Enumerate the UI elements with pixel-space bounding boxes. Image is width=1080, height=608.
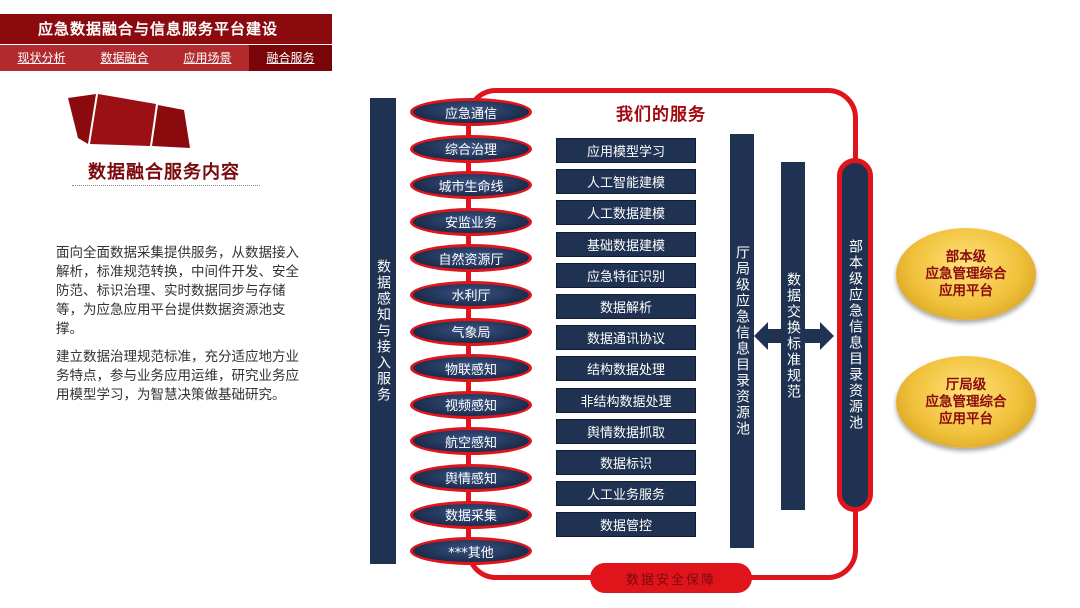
service-item[interactable]: 应急特征识别 <box>556 263 696 288</box>
section-title: 数据融合服务内容 <box>88 158 240 184</box>
service-item[interactable]: 舆情数据抓取 <box>556 419 696 444</box>
provincial-resource-pool-bar: 厅局级应急信息目录资源池 <box>730 134 754 548</box>
source-item[interactable]: 物联感知 <box>410 354 532 382</box>
provincial-platform-badge[interactable]: 厅局级 应急管理综合 应用平台 <box>896 356 1036 448</box>
service-item[interactable]: 人工智能建模 <box>556 169 696 194</box>
source-item[interactable]: 综合治理 <box>410 135 532 163</box>
service-item[interactable]: 非结构数据处理 <box>556 388 696 413</box>
description-paragraph-2: 建立数据治理规范标准，充分适应地方业务特点，参与业务应用运维，研究业务应用模型学… <box>56 348 306 405</box>
decorative-banner-graphic <box>64 92 194 152</box>
ministry-platform-badge[interactable]: 部本级 应急管理综合 应用平台 <box>896 228 1036 320</box>
service-item[interactable]: 数据解析 <box>556 294 696 319</box>
service-item[interactable]: 数据通讯协议 <box>556 325 696 350</box>
service-item[interactable]: 人工数据建模 <box>556 200 696 225</box>
provincial-platform-line3: 应用平台 <box>926 411 1007 428</box>
page-title: 应急数据融合与信息服务平台建设 <box>0 14 332 44</box>
source-item[interactable]: 城市生命线 <box>410 171 532 199</box>
source-item[interactable]: ***其他 <box>410 537 532 565</box>
source-item[interactable]: 航空感知 <box>410 427 532 455</box>
service-item[interactable]: 数据标识 <box>556 450 696 475</box>
ministry-platform-line1: 部本级 <box>926 249 1007 266</box>
tab-fusion-services[interactable]: 融合服务 <box>249 45 332 71</box>
provincial-platform-line1: 厅局级 <box>926 377 1007 394</box>
ministry-platform-line3: 应用平台 <box>926 283 1007 300</box>
tab-application-scenarios[interactable]: 应用场景 <box>166 45 249 71</box>
section-divider <box>72 185 260 186</box>
data-access-service-bar: 数据感知与接入服务 <box>370 98 396 564</box>
data-exchange-standard-bar: 数据交换标准规范 <box>781 162 805 510</box>
tab-status-analysis[interactable]: 现状分析 <box>0 45 83 71</box>
service-list: 应用模型学习 人工智能建模 人工数据建模 基础数据建模 应急特征识别 数据解析 … <box>556 138 696 543</box>
data-exchange-standard-label: 数据交换标准规范 <box>783 272 803 400</box>
data-access-service-label: 数据感知与接入服务 <box>373 259 393 403</box>
tab-bar: 现状分析 数据融合 应用场景 融合服务 <box>0 45 332 71</box>
services-title: 我们的服务 <box>616 100 706 125</box>
source-item[interactable]: 应急通信 <box>410 98 532 126</box>
service-item[interactable]: 人工业务服务 <box>556 481 696 506</box>
service-item[interactable]: 应用模型学习 <box>556 138 696 163</box>
data-security-badge: 数据安全保障 <box>590 563 752 593</box>
source-item[interactable]: 水利厅 <box>410 281 532 309</box>
service-item[interactable]: 基础数据建模 <box>556 232 696 257</box>
service-item[interactable]: 结构数据处理 <box>556 356 696 381</box>
source-item[interactable]: 舆情感知 <box>410 464 532 492</box>
ministry-platform-line2: 应急管理综合 <box>926 266 1007 283</box>
source-item[interactable]: 自然资源厅 <box>410 244 532 272</box>
ministry-resource-pool-label: 部本级应急信息目录资源池 <box>845 239 865 431</box>
source-item[interactable]: 安监业务 <box>410 208 532 236</box>
description-paragraph-1: 面向全面数据采集提供服务，从数据接入解析，标准规范转换，中间件开发、安全防范、标… <box>56 244 306 339</box>
data-source-list: 应急通信 综合治理 城市生命线 安监业务 自然资源厅 水利厅 气象局 物联感知 … <box>410 98 532 574</box>
source-item[interactable]: 气象局 <box>410 318 532 346</box>
ministry-resource-pool-bar: 部本级应急信息目录资源池 <box>837 158 873 512</box>
service-item[interactable]: 数据管控 <box>556 512 696 537</box>
source-item[interactable]: 数据采集 <box>410 501 532 529</box>
tab-data-fusion[interactable]: 数据融合 <box>83 45 166 71</box>
source-item[interactable]: 视频感知 <box>410 391 532 419</box>
provincial-resource-pool-label: 厅局级应急信息目录资源池 <box>732 245 752 437</box>
provincial-platform-line2: 应急管理综合 <box>926 394 1007 411</box>
